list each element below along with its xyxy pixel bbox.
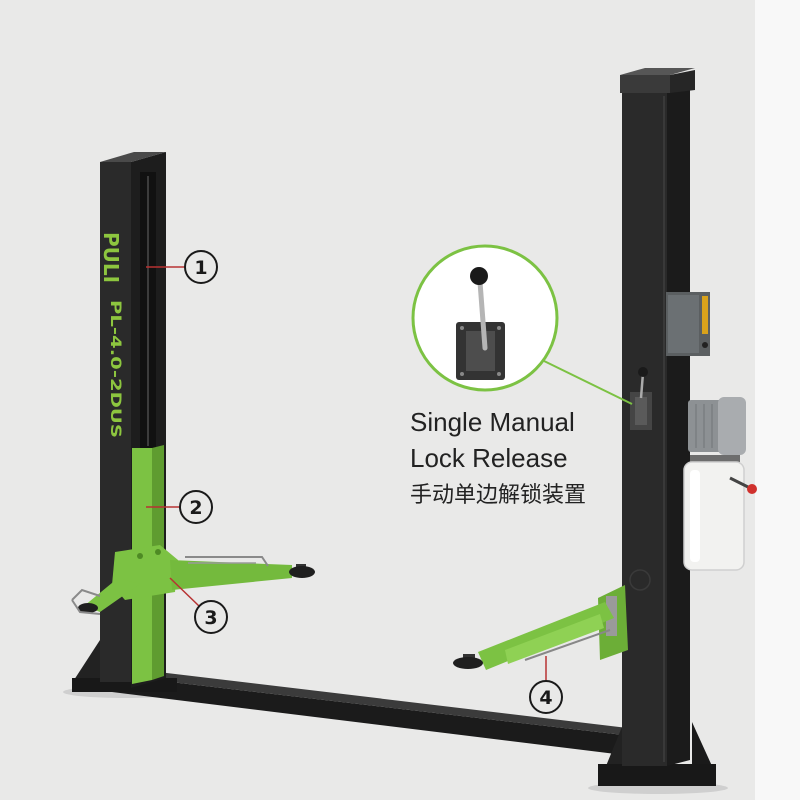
zoom-plate-bolt [460,372,464,376]
right-lifting-arms [453,602,614,670]
zoom-connector-line [541,359,633,405]
right-post-base-gusset [606,722,624,766]
brand-logo: PULI [99,232,123,283]
oil-tank [683,455,757,571]
left-arm-wire-rail [185,556,269,567]
lock-release-zoom [411,244,559,392]
callout-4-label: 4 [539,687,552,709]
callout-1: 1 [146,250,218,284]
control-box [666,292,710,356]
left-rear-lift-pad [289,566,315,578]
left-front-lift-pad [78,603,98,613]
right-post-cap-front [620,75,670,93]
right-inner-arm [505,614,604,664]
left-rear-arm [170,560,292,590]
release-valve-knob [747,484,757,494]
callout-3: 3 [169,577,228,634]
feature-title-cn: 手动单边解锁装置 [410,483,586,508]
zoom-plate-bolt [497,326,501,330]
right-post-side-face [667,84,690,766]
right-post-base-plate [598,764,716,786]
left-post-base-gusset [74,640,100,690]
callout-2-label: 2 [189,497,202,519]
right-arm-rail [524,629,611,661]
callout-1-label: 1 [194,257,207,279]
zoom-handle-knob [470,267,488,285]
zoom-plate-bolt [497,372,501,376]
hydraulic-motor [688,397,746,455]
control-box-knob [702,342,708,348]
control-box-warning-stripe [702,296,708,334]
left-arm-wire-handle [71,588,101,615]
feature-title-line2: Lock Release [410,443,568,473]
right-post-base-gusset [692,722,712,766]
right-post [598,68,716,786]
right-white-strip [755,0,800,800]
release-valve-lever [729,476,751,490]
lock-release-handle [630,367,652,430]
model-number: PL-4.0-2DUS [107,300,123,438]
callout-3-label: 3 [204,607,217,629]
right-post-cap-side [670,70,695,93]
callout-2: 2 [146,490,213,524]
zoom-handle-rod [477,279,488,351]
zoom-plate-bolt [460,326,464,330]
left-lifting-arms [71,545,315,615]
zoom-handle-plate-inner [466,331,495,371]
left-front-arm [84,578,140,612]
left-arm-pin [155,549,161,555]
left-arm-pin [137,553,143,559]
floor-plate [112,671,636,756]
callout-4: 4 [529,656,563,714]
right-post-access-cover [629,569,651,591]
left-post-top [100,152,166,162]
right-lift-pad [453,657,483,669]
feature-title-line1: Single Manual [410,407,575,437]
right-post-cap-top [620,68,695,75]
